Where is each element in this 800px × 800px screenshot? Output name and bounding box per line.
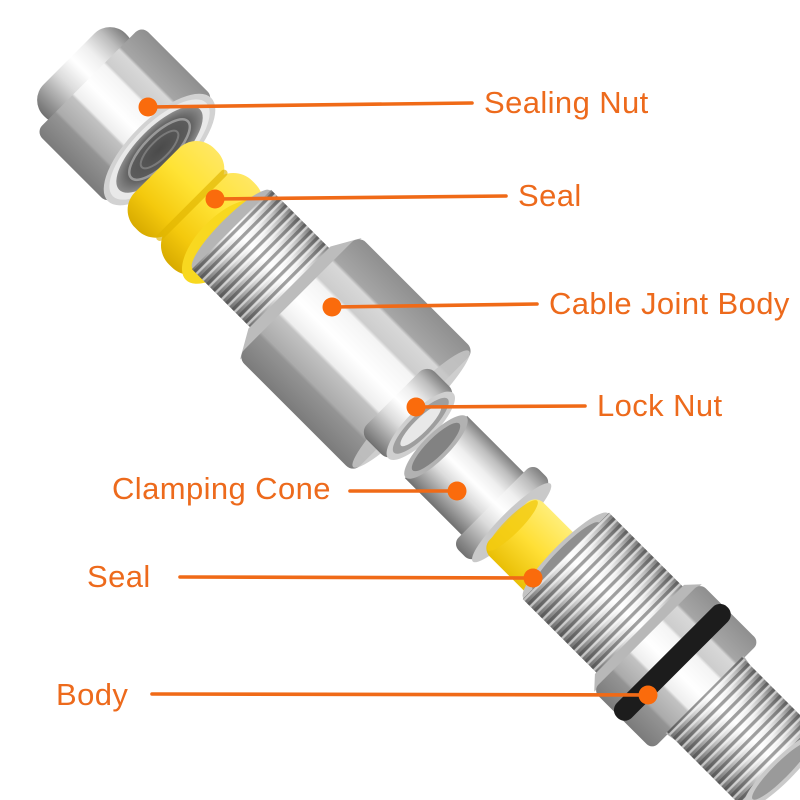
callout-dot-seal-top xyxy=(205,189,225,209)
label-body: Body xyxy=(56,677,129,712)
callout-dot-cable-joint-body xyxy=(322,297,342,317)
leader-line-seal-bottom xyxy=(178,575,535,580)
leader-lines xyxy=(146,101,650,697)
label-seal-top: Seal xyxy=(518,178,582,213)
label-clamping-cone: Clamping Cone xyxy=(112,471,331,506)
lock-nut-part xyxy=(363,368,455,460)
leader-line-cable-joint-body xyxy=(330,302,539,309)
leader-line-sealing-nut xyxy=(146,101,474,109)
label-sealing-nut: Sealing Nut xyxy=(484,85,649,120)
leader-line-seal-top xyxy=(213,194,508,201)
callout-dot-seal-bottom xyxy=(523,568,543,588)
sealing-nut-part xyxy=(37,27,216,206)
leader-line-lock-nut xyxy=(414,404,587,409)
leader-line-body xyxy=(150,692,650,697)
label-lock-nut: Lock Nut xyxy=(597,388,723,423)
label-cable-joint-body: Cable Joint Body xyxy=(549,286,790,321)
label-seal-bottom: Seal xyxy=(87,559,151,594)
callout-dot-sealing-nut xyxy=(138,97,158,117)
callout-dot-clamping-cone xyxy=(447,481,467,501)
callout-dots xyxy=(138,97,658,705)
callout-dot-lock-nut xyxy=(406,397,426,417)
callout-dot-body xyxy=(638,685,658,705)
